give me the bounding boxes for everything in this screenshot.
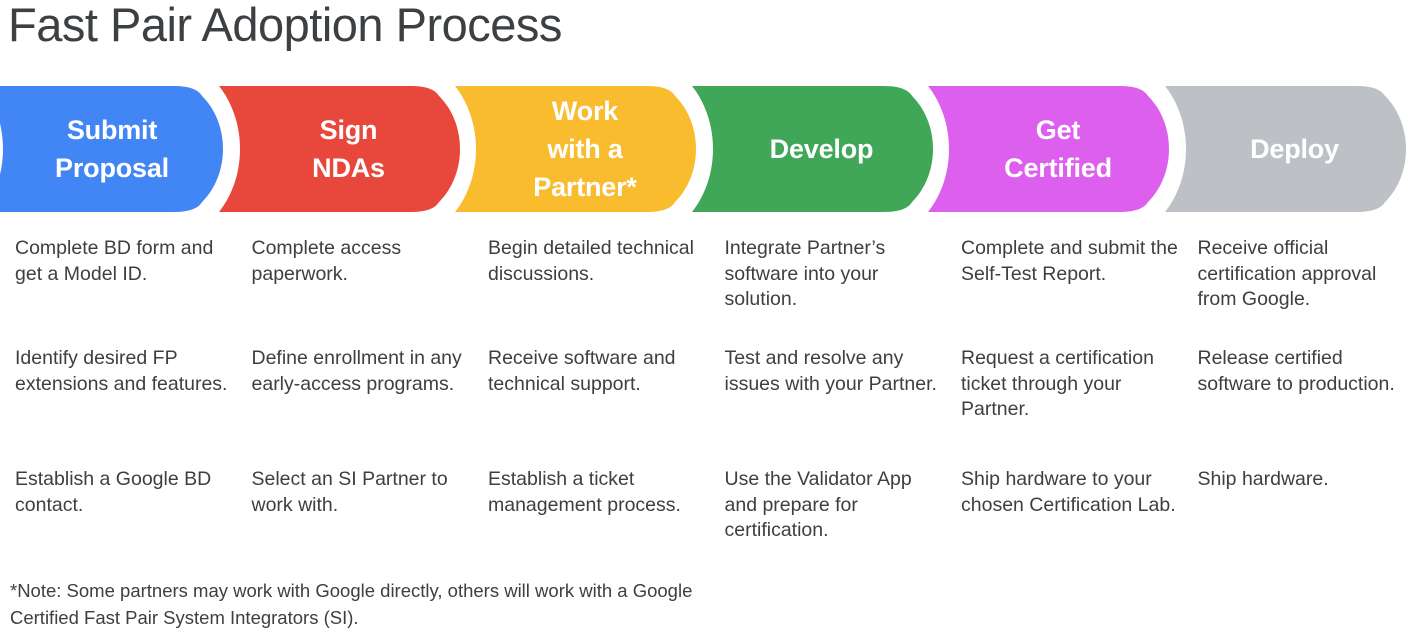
stage-banner-fill xyxy=(1164,86,1406,212)
stage-banner-row: Submit Proposal Sign NDAs Work with a Part… xyxy=(0,86,1423,212)
stage-banner-label: Work with a Partner* xyxy=(533,95,637,203)
stage-detail-grid: Complete BD form and get a Model ID. Iden… xyxy=(0,236,1423,556)
stage-detail-item: Receive software and technical support. xyxy=(488,347,676,395)
stage-detail-item: Ship hardware. xyxy=(1197,468,1329,490)
stage-banner-develop[interactable]: Develop xyxy=(691,86,934,212)
stage-banner-label: Deploy xyxy=(1250,133,1339,164)
stage-banner-fill xyxy=(455,86,696,212)
stage-detail-item: Ship hardware to your chosen Certificati… xyxy=(961,468,1176,516)
footnote-note: *Note: Some partners may work with Googl… xyxy=(10,580,693,628)
stage-banner-fill xyxy=(218,86,460,212)
stage-banner-label: Develop xyxy=(769,133,874,164)
stage-banner-label: Sign NDAs xyxy=(312,114,385,183)
stage-banner-label: Submit Proposal xyxy=(55,114,169,183)
page-title: Fast Pair Adoption Process xyxy=(8,0,562,51)
stage-detail-item: Release certified software to production… xyxy=(1197,347,1395,395)
stage-detail-item: Define enrollment in any early-access pr… xyxy=(251,347,462,395)
stage-banner-shape xyxy=(1164,86,1406,212)
stage-detail-item: Complete BD form and get a Model ID. xyxy=(15,237,214,285)
stage-banner-deploy[interactable]: Deploy xyxy=(1164,86,1407,212)
stage-banner-work-with-a-partner[interactable]: Work with a Partner* xyxy=(455,86,697,212)
stage-banner-shape xyxy=(218,86,460,212)
stage-detail-item: Complete access paperwork. xyxy=(251,237,402,285)
stage-detail-item: Begin detailed technical discussions. xyxy=(488,237,694,285)
stage-banner-fill xyxy=(691,86,933,212)
stage-banner-shape xyxy=(691,86,933,212)
stage-banner-submit-proposal[interactable]: Submit Proposal xyxy=(0,86,224,212)
stage-banner-get-certified[interactable]: Get Certified xyxy=(928,86,1170,212)
stage-detail-item: Select an SI Partner to work with. xyxy=(251,468,448,516)
stage-detail-item: Establish a Google BD contact. xyxy=(15,468,212,516)
stage-banner-sign-ndas[interactable]: Sign NDAs xyxy=(218,86,461,212)
stage-banner-shape xyxy=(0,86,223,212)
stage-banner-fill xyxy=(928,86,1169,212)
stage-banner-fill xyxy=(0,86,223,212)
stage-detail-item: Complete and submit the Self-Test Report… xyxy=(961,237,1178,285)
stage-detail-item: Receive official certification approval … xyxy=(1197,237,1377,310)
stage-detail-item: Integrate Partner’s software into your s… xyxy=(724,237,886,310)
stage-banner-shape xyxy=(455,86,696,212)
stage-banner-label: Get Certified xyxy=(1004,114,1112,183)
stage-detail-item: Establish a ticket management process. xyxy=(488,468,681,516)
stage-detail-item: Use the Validator App and prepare for ce… xyxy=(724,468,912,541)
stage-detail-item: Request a certification ticket through y… xyxy=(961,347,1154,420)
stage-detail-item: Test and resolve any issues with your Pa… xyxy=(724,347,937,395)
stage-detail-item: Identify desired FP extensions and featu… xyxy=(15,347,228,395)
stage-banner-shape xyxy=(928,86,1169,212)
